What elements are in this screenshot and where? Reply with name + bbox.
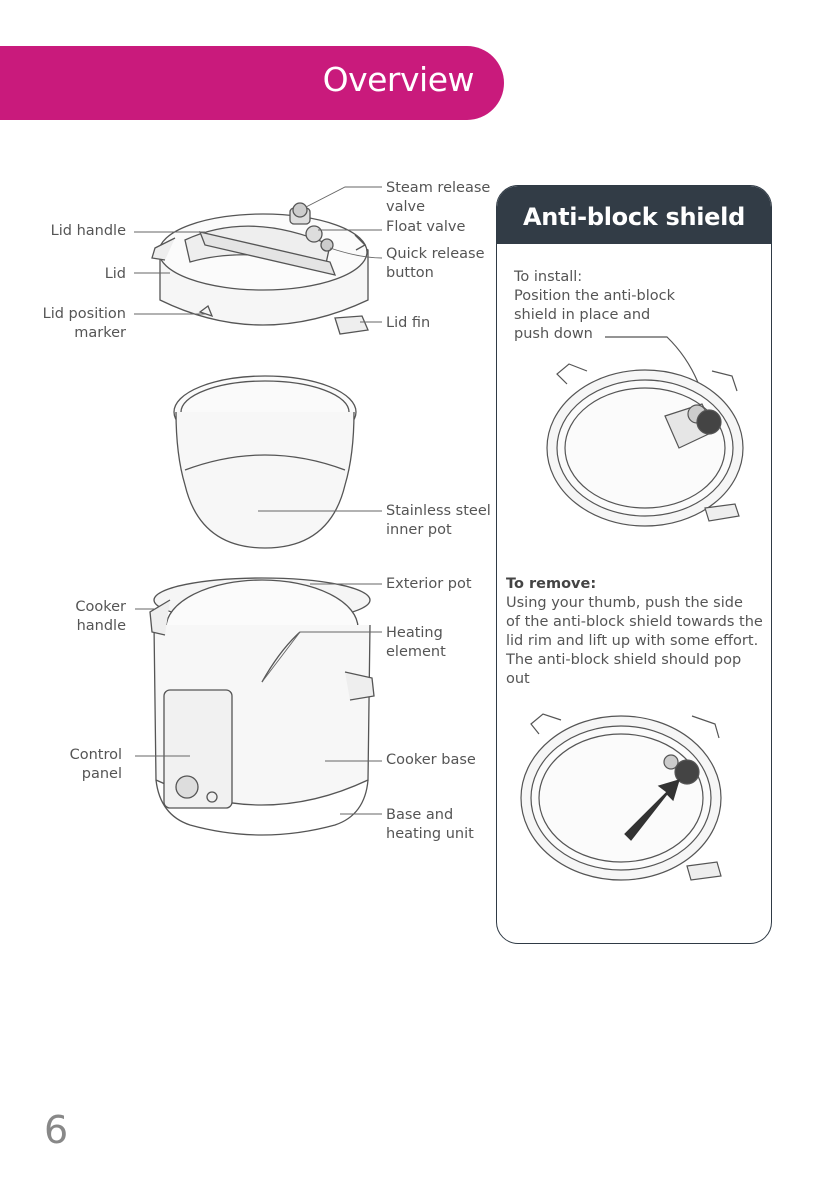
label-cooker-base: Cooker base [386, 752, 476, 768]
label-lid-handle: Lid handle [50, 223, 126, 239]
install-instructions: To install: Position the anti-block shie… [514, 269, 675, 342]
cooker-base-illustration [149, 577, 375, 836]
label-float-valve: Float valve [386, 219, 466, 235]
header-banner: Overview [0, 46, 504, 120]
label-lid: Lid [104, 266, 126, 282]
anti-block-shield-panel: Anti-block shield To install: Position t… [496, 185, 772, 944]
lid-underside-illustrations [520, 336, 744, 881]
pressure-cooker-diagram [134, 186, 383, 836]
page-title: Overview [322, 60, 475, 99]
lid-illustration [151, 202, 369, 335]
label-exterior-pot: Exterior pot [386, 576, 472, 592]
page-number: 6 [44, 1108, 69, 1152]
inner-pot-illustration [173, 375, 357, 549]
remove-instructions: To remove: Using your thumb, push the si… [506, 576, 763, 687]
label-lid-fin: Lid fin [386, 315, 431, 331]
panel-title: Anti-block shield [497, 186, 771, 244]
